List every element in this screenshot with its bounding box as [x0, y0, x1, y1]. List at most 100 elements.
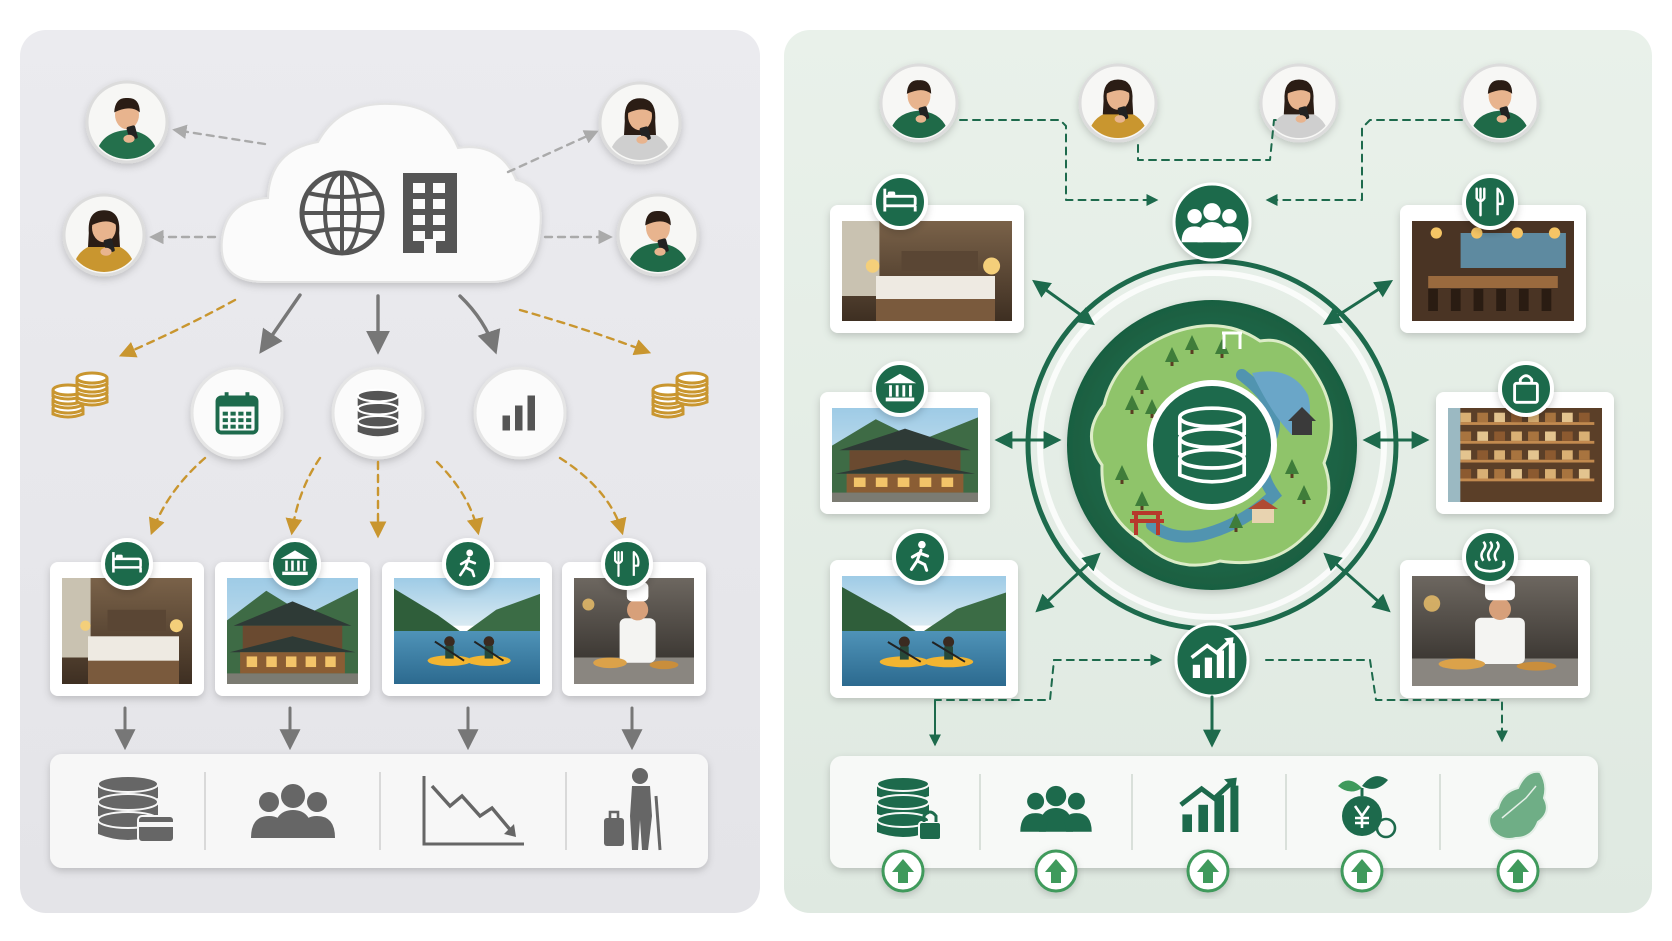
arrow-cloud-to-user-tl: [172, 124, 267, 146]
right-photo-restaurant: [1400, 205, 1586, 333]
community-icon: [1020, 785, 1092, 832]
left-photo-hotel: [50, 562, 204, 696]
right-photo-ryokan: [820, 392, 990, 514]
up-arrow-1: [1034, 849, 1078, 893]
link-hotel-room: [1032, 279, 1095, 326]
left-badge-hotel: [101, 538, 153, 590]
declining-chart-icon: [422, 776, 524, 846]
coins-icon-right: [651, 371, 709, 419]
left-photo-ryokan: [215, 562, 370, 696]
right-badge-hotel-room: [872, 174, 928, 230]
temple-icon: [883, 373, 917, 402]
user-3: [1259, 63, 1339, 143]
village-house: [1252, 509, 1274, 523]
hiker-icon: [909, 540, 930, 572]
left-photo-chef-image: [574, 578, 694, 684]
link-restaurant: [1322, 280, 1394, 325]
group-icon: [251, 784, 335, 838]
right-photo-restaurant-image: [1412, 221, 1574, 321]
up-arrow-0: [881, 849, 925, 893]
right-badge-kayak: [892, 529, 948, 585]
onsen-icon: [1474, 540, 1506, 573]
left-photo-chef: [562, 562, 706, 696]
right-outcome-bar: [830, 756, 1598, 868]
flow-chef-to-outcomes: [1265, 659, 1508, 743]
hiker-icon: [458, 549, 477, 578]
coins-icon-left: [51, 371, 109, 419]
flow-user4-to-hub: [1265, 119, 1463, 206]
right-outcome-card: [830, 756, 1598, 868]
right-photo-hotel-room: [830, 205, 1024, 333]
torii-gate-small: [1222, 331, 1242, 349]
tool-database: [331, 366, 425, 460]
right-badge-ryokan: [872, 361, 928, 417]
pagoda: [1288, 407, 1316, 435]
left-photo-kayak-image: [394, 578, 540, 684]
traveler-icon: [604, 768, 662, 851]
arrow-calendar-to-hotel: [148, 456, 207, 536]
left-outcome-bar: [50, 754, 708, 868]
left-badge-chef: [601, 538, 653, 590]
right-photo-chef-image: [1412, 576, 1578, 686]
up-arrow-2: [1186, 849, 1230, 893]
link-kayak: [1035, 552, 1101, 613]
arrow-chart-to-chef: [558, 456, 627, 536]
group-icon: [1181, 203, 1243, 243]
left-photo-hotel-image: [62, 578, 192, 684]
tool-chart: [473, 366, 567, 460]
arrow-cloud-to-coins-left: [118, 298, 237, 358]
center-database-icon: [1177, 406, 1247, 484]
right-badge-chef: [1462, 529, 1518, 585]
arrow-cloud-to-coins-right: [518, 308, 652, 356]
arrow-cloud-to-chart: [458, 294, 501, 355]
right-badge-shop: [1498, 361, 1554, 417]
arrow-cloud-to-user-tr: [506, 130, 599, 174]
hub-top-community: [1172, 182, 1252, 262]
right-photo-shop-image: [1448, 408, 1602, 502]
shopping-bag-icon: [1513, 374, 1539, 404]
growth-chart-icon: [1179, 777, 1239, 832]
hub-bottom-growth: [1174, 622, 1250, 698]
up-arrow-4: [1496, 849, 1540, 893]
user-1: [879, 63, 959, 143]
flow-user2-to-hub: [1137, 119, 1277, 161]
left-badge-ryokan: [269, 538, 321, 590]
right-badge-restaurant: [1462, 174, 1518, 230]
database-icon: [356, 388, 400, 437]
arrow-cloud-to-calendar: [259, 293, 302, 354]
map-river: [1146, 369, 1282, 543]
left-photo-kayak: [382, 562, 552, 696]
right-photo-hotel-room-image: [842, 221, 1012, 321]
user-mr: [616, 193, 700, 277]
calendar-icon: [215, 392, 259, 435]
region-map-icon: [1488, 770, 1548, 840]
flow-user1-to-hub: [959, 119, 1159, 206]
up-arrow-3: [1340, 849, 1384, 893]
user-ml: [62, 193, 146, 277]
tool-calendar: [190, 366, 284, 460]
torii-gate: [1130, 511, 1164, 535]
bar-chart-icon: [502, 395, 535, 431]
user-tr: [598, 81, 682, 165]
user-4: [1460, 63, 1540, 143]
user-2: [1078, 63, 1158, 143]
left-outcome-card: [50, 754, 708, 868]
left-photo-ryokan-image: [227, 578, 358, 684]
restaurant-icon: [1475, 187, 1504, 217]
central-region-map: [1067, 300, 1357, 590]
link-chef: [1323, 552, 1391, 613]
cloud-shape: [220, 102, 542, 283]
secure-database-icon: [876, 776, 942, 841]
yen-sprout-icon: [1338, 776, 1397, 839]
bed-icon: [883, 188, 917, 212]
right-photo-chef: [1400, 560, 1590, 698]
cloud-platform: [220, 102, 542, 283]
right-photo-ryokan-image: [832, 408, 978, 502]
arrow-chart-to-kayak: [435, 460, 484, 536]
right-photo-kayak-image: [842, 576, 1006, 686]
database-card-icon: [97, 775, 175, 843]
right-photo-shop: [1436, 392, 1614, 514]
building-icon: [403, 173, 457, 253]
